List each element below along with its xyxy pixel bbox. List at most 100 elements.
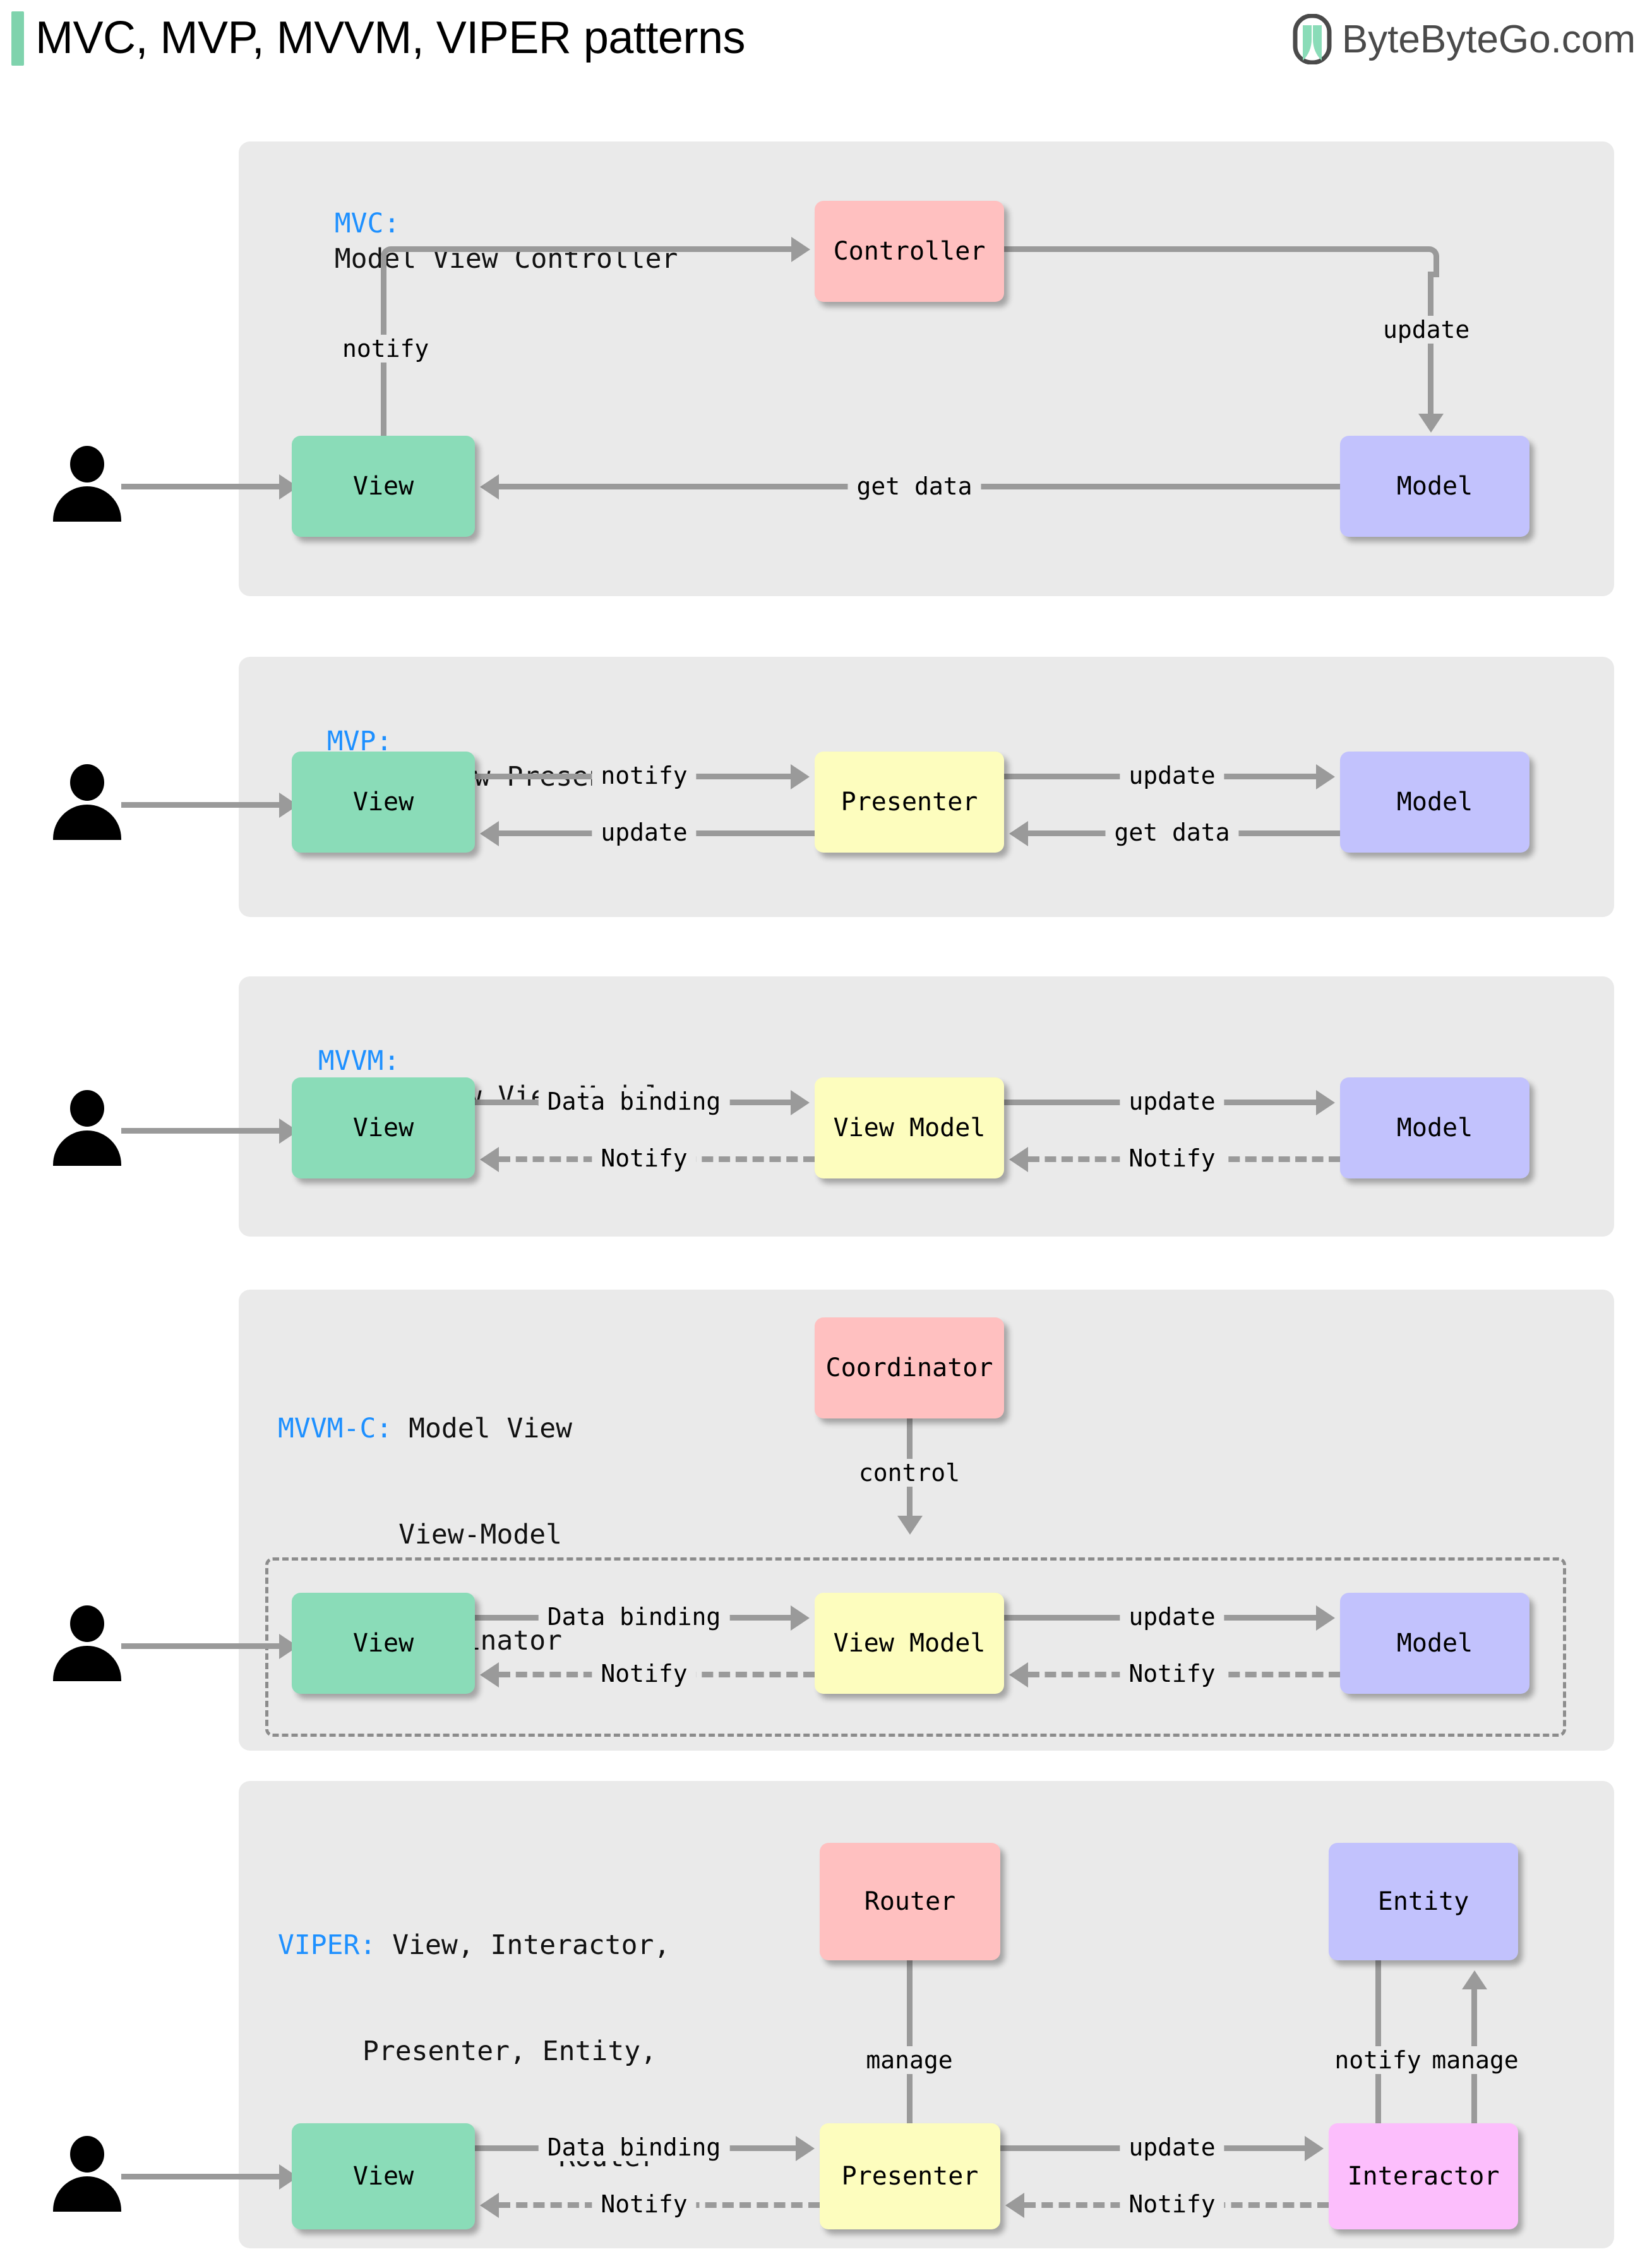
edge-label-control-mvvmc: control (849, 1459, 969, 1487)
arrowhead-view-presenter-viper (796, 2136, 815, 2161)
person-head-icon (70, 1090, 104, 1127)
edge-label-manage-interactor-viper: manage (1423, 2046, 1528, 2074)
edge-controller-model-vert-mvc (1428, 272, 1434, 417)
node-view-mvvmc[interactable]: View (292, 1593, 475, 1694)
edge-label-manage-router-viper: manage (857, 2046, 962, 2074)
arrowhead-presenter-view-viper (480, 2193, 499, 2218)
node-model-mvvmc[interactable]: Model (1340, 1593, 1529, 1694)
arrowhead-interactor-presenter-viper (1005, 2193, 1024, 2218)
arrowhead-viewmodel-model-mvvmc (1316, 1605, 1335, 1631)
brand: ByteByteGo.com (1293, 13, 1636, 66)
node-view-mvc[interactable]: View (292, 436, 475, 537)
edge-view-controller-corner-mvc (381, 246, 412, 277)
edge-actor-view-mvc (121, 484, 279, 489)
edge-label-notify-viewmodel-mvvm: Notify (1120, 1144, 1224, 1172)
node-controller-mvc[interactable]: Controller (815, 201, 1004, 302)
arrowhead-view-presenter-mvp (791, 764, 810, 789)
edge-label-notify-mvc: notify (333, 335, 438, 363)
edge-label-notify-view-viper: Notify (592, 2190, 697, 2218)
user-actor-mvc (53, 446, 121, 522)
node-label: Coordinator (825, 1353, 993, 1382)
node-model-mvvm[interactable]: Model (1340, 1077, 1529, 1178)
arrowhead-coordinator-viewmodel-mvvmc (897, 1516, 923, 1535)
user-actor-mvp (53, 764, 121, 840)
person-head-icon (70, 446, 104, 483)
edge-label-update-view-mvp: update (592, 818, 697, 846)
node-label: View (352, 1113, 414, 1142)
node-label: Interactor (1347, 2162, 1500, 2191)
node-label: View Model (833, 1113, 986, 1142)
section-tag-mvvm: MVVM: (318, 1045, 417, 1077)
brand-text: ByteByteGo.com (1341, 17, 1636, 61)
node-interactor-viper[interactable]: Interactor (1329, 2123, 1518, 2229)
edge-label-notify-view-mvvm: Notify (592, 1144, 697, 1172)
edge-interactor-entity-viper (1471, 1989, 1477, 2179)
edge-label-databinding-mvvm: Data binding (538, 1088, 730, 1115)
page-title: MVC, MVP, MVVM, VIPER patterns (35, 13, 746, 63)
edge-label-notify-entity-viper: notify (1326, 2046, 1430, 2074)
node-label: Model (1396, 1113, 1473, 1142)
node-view-model-mvvmc[interactable]: View Model (815, 1593, 1004, 1694)
node-presenter-viper[interactable]: Presenter (820, 2123, 1000, 2229)
page-header: MVC, MVP, MVVM, VIPER patterns ByteByteG… (0, 0, 1652, 88)
node-view-mvp[interactable]: View (292, 752, 475, 853)
node-model-mvp[interactable]: Model (1340, 752, 1529, 853)
section-tag-viper: VIPER: (278, 1929, 393, 1961)
node-view-viper[interactable]: View (292, 2123, 475, 2229)
node-label: View (352, 472, 414, 501)
arrowhead-presenter-view-mvp (480, 821, 499, 846)
edge-controller-model-corner-mvc (1408, 246, 1439, 277)
edge-label-databinding-mvvmc: Data binding (538, 1603, 730, 1631)
node-label: Presenter (841, 2162, 979, 2191)
section-title-line-2-viper: Presenter, Entity, (362, 2035, 657, 2067)
edge-controller-model-horiz-mvc (1004, 246, 1408, 252)
accent-bar (11, 11, 24, 66)
node-view-mvvm[interactable]: View (292, 1077, 475, 1178)
person-body-icon (53, 1130, 121, 1166)
node-label: Router (864, 1887, 956, 1916)
edge-label-update-viper: update (1120, 2133, 1224, 2161)
user-actor-mvvm (53, 1090, 121, 1166)
edge-actor-view-viper (121, 2174, 279, 2179)
section-title-line-1-viper: View, Interactor, (392, 1929, 671, 1961)
person-head-icon (70, 2136, 104, 2173)
edge-label-update-model-mvp: update (1120, 762, 1224, 789)
section-title-line-2-mvvmc: View-Model (398, 1519, 562, 1550)
edge-label-notify-presenter-viper: Notify (1120, 2190, 1224, 2218)
node-router-viper[interactable]: Router (820, 1843, 1000, 1960)
node-label: Model (1396, 788, 1473, 817)
node-coordinator-mvvmc[interactable]: Coordinator (815, 1317, 1004, 1418)
person-body-icon (53, 2176, 121, 2212)
node-model-mvc[interactable]: Model (1340, 436, 1529, 537)
edge-actor-view-mvvmc (121, 1643, 279, 1649)
arrowhead-interactor-entity-viper (1462, 1970, 1487, 1989)
section-title-mvc: MVC: Model View Controller (302, 171, 678, 277)
arrowhead-model-view-mvc (480, 474, 499, 500)
arrowhead-model-viewmodel-mvvmc (1009, 1662, 1028, 1688)
edge-label-update-mvc: update (1374, 316, 1479, 344)
node-view-model-mvvm[interactable]: View Model (815, 1077, 1004, 1178)
node-label: Model (1396, 472, 1473, 501)
arrowhead-presenter-model-mvp (1316, 764, 1335, 789)
edge-actor-view-mvvm (121, 1128, 279, 1134)
edge-label-getdata-mvp: get data (1105, 818, 1239, 846)
node-label: View Model (833, 1629, 986, 1658)
person-head-icon (70, 764, 104, 801)
person-body-icon (53, 1646, 121, 1681)
node-label: Model (1396, 1629, 1473, 1658)
section-tag-mvvmc: MVVM-C: (278, 1413, 409, 1444)
edge-label-databinding-viper: Data binding (538, 2133, 730, 2161)
arrowhead-viewmodel-model-mvvm (1316, 1090, 1335, 1115)
arrowhead-model-presenter-mvp (1009, 821, 1028, 846)
node-entity-viper[interactable]: Entity (1329, 1843, 1518, 1960)
edge-label-notify-viewmodel-mvvmc: Notify (1120, 1660, 1224, 1688)
node-label: Presenter (841, 788, 978, 817)
arrowhead-view-viewmodel-mvvmc (791, 1605, 810, 1631)
node-label: Entity (1377, 1887, 1469, 1916)
node-label: View (352, 2162, 414, 2191)
edge-actor-view-mvp (121, 802, 279, 808)
node-presenter-mvp[interactable]: Presenter (815, 752, 1004, 853)
edge-label-notify-mvp: notify (592, 762, 697, 789)
section-tag-mvc: MVC: (334, 208, 417, 239)
arrowhead-model-viewmodel-mvvm (1009, 1147, 1028, 1172)
